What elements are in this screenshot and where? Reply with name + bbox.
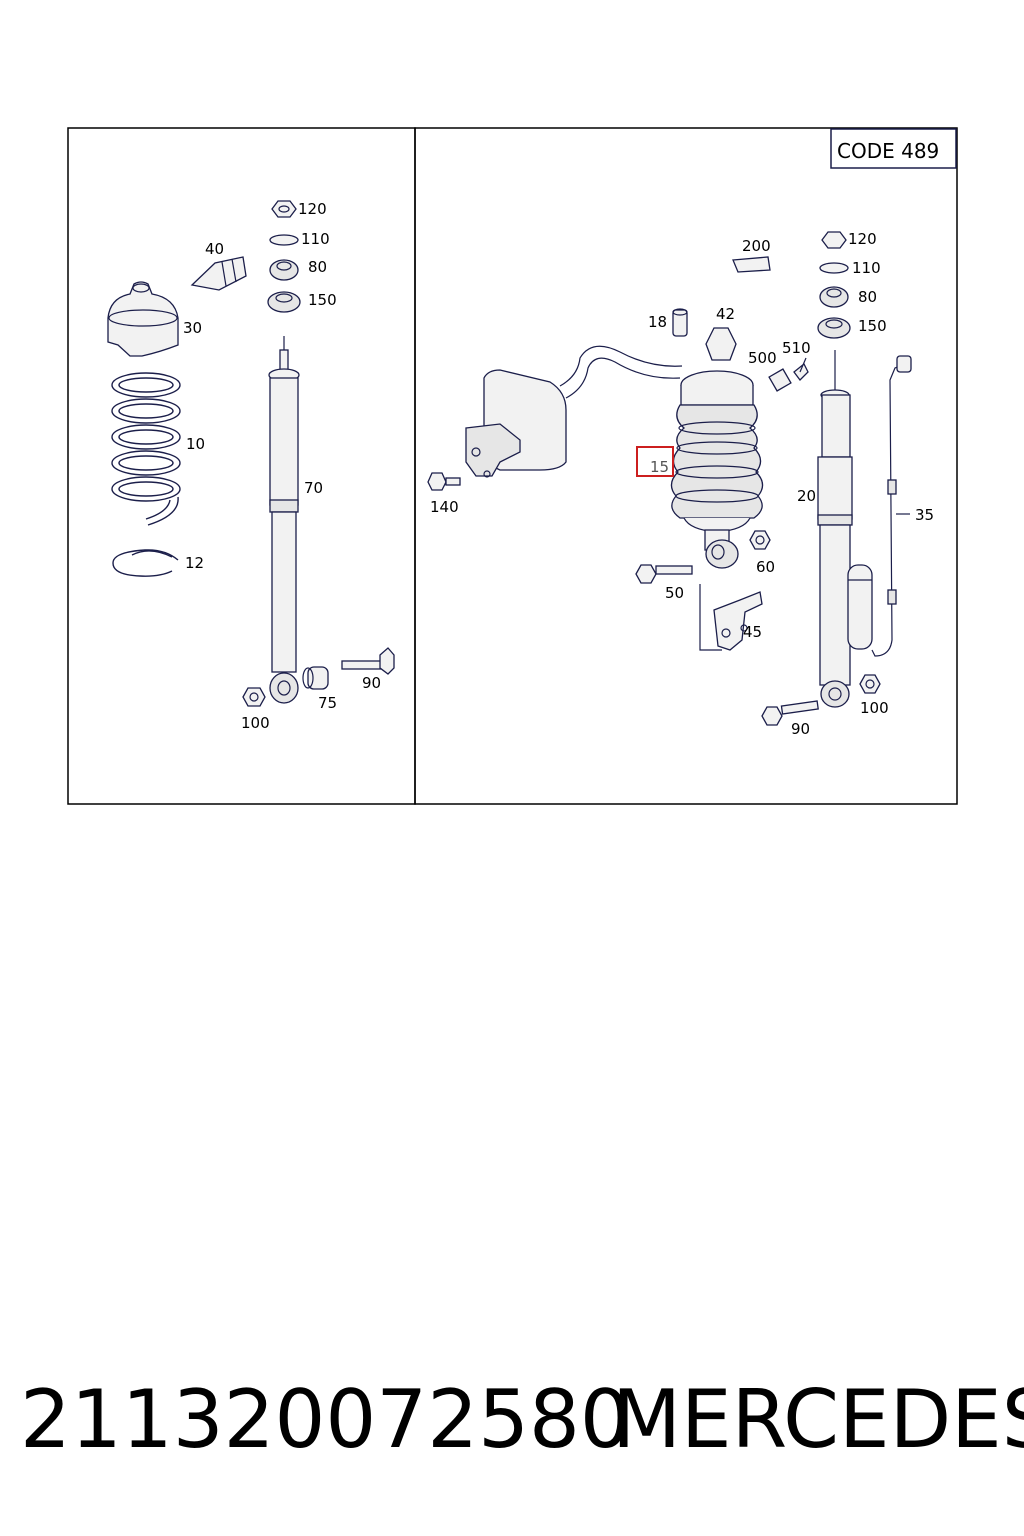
coil-spring-10-part [111,372,181,526]
callout-150-left: 150 [308,291,337,309]
accumulator-part [847,564,873,650]
bracket-45-part [699,584,763,651]
fitting-18-part [672,308,688,337]
callout-42-right: 42 [716,305,735,323]
valve-500-part [768,362,809,392]
clip-200-part [732,256,771,273]
air-spring-15-part [670,370,764,569]
bolt-140-part [427,472,461,491]
footer: 211320072580 MERCEDES [0,1370,1024,1480]
callout-100-right: 100 [860,699,889,717]
mount-150-part [267,291,301,313]
callout-75-left: 75 [318,694,337,712]
callout-110-right: 110 [852,259,881,277]
callout-200-right: 200 [742,237,771,255]
bolt-90-part [341,647,395,675]
cable-35-part [871,355,912,657]
clip-42-part [705,327,737,361]
washer-110-right-part [819,262,849,274]
callout-100-left: 100 [241,714,270,732]
right-panel-frame [414,127,958,805]
leader-510 [799,357,807,373]
nut-100-right-part [859,674,881,694]
nut-120-part [271,200,297,218]
nut-100-part [242,687,266,707]
left-assembly [107,200,395,707]
left-panel-frame [67,127,416,805]
callout-35-right: 35 [915,506,934,524]
callout-90-right: 90 [791,720,810,738]
callout-120-right: 120 [848,230,877,248]
bump-stop-40-part [190,256,247,291]
callout-120-left: 120 [298,200,327,218]
mount-150-right-part [817,317,851,339]
callout-500-right: 500 [748,349,777,367]
right-assembly [427,231,912,726]
callout-90-left: 90 [362,674,381,692]
air-tank-part [465,345,683,478]
ring-12-part [112,549,179,577]
bolt-50-part [635,564,693,584]
callout-50-right: 50 [665,584,684,602]
shock-absorber-70-part [268,336,300,704]
callout-150-right: 150 [858,317,887,335]
callout-12-left: 12 [185,554,204,572]
parts-diagram: CODE 489 [67,127,958,805]
bushing-75-part [302,666,329,690]
callout-80-left: 80 [308,258,327,276]
callout-140-right: 140 [430,498,459,516]
callout-20-right: 20 [797,487,816,505]
mount-80-right-part [819,286,849,308]
callout-15-right: 15 [650,458,669,476]
mount-80-part [269,259,299,281]
washer-110-part [269,234,299,246]
callout-80-right: 80 [858,288,877,306]
callout-30-left: 30 [183,319,202,337]
callout-70-left: 70 [304,479,323,497]
callout-45-right: 45 [743,623,762,641]
callout-110-left: 110 [301,230,330,248]
highlight-box-15 [636,446,674,477]
brand-name: MERCEDES [612,1373,1024,1466]
callout-40-left: 40 [205,240,224,258]
nut-120-right-part [821,231,847,249]
code-label-box [830,128,957,169]
code-label: CODE 489 [837,139,939,163]
callout-18-right: 18 [648,313,667,331]
bolt-90-right-part [761,700,819,726]
callout-10-left: 10 [186,435,205,453]
spring-seat-30-part [107,281,179,357]
nut-60-part [749,530,771,550]
callout-60-right: 60 [756,558,775,576]
callout-510-right: 510 [782,339,811,357]
part-number: 211320072580 [20,1373,631,1466]
shock-absorber-20-part [817,350,853,708]
